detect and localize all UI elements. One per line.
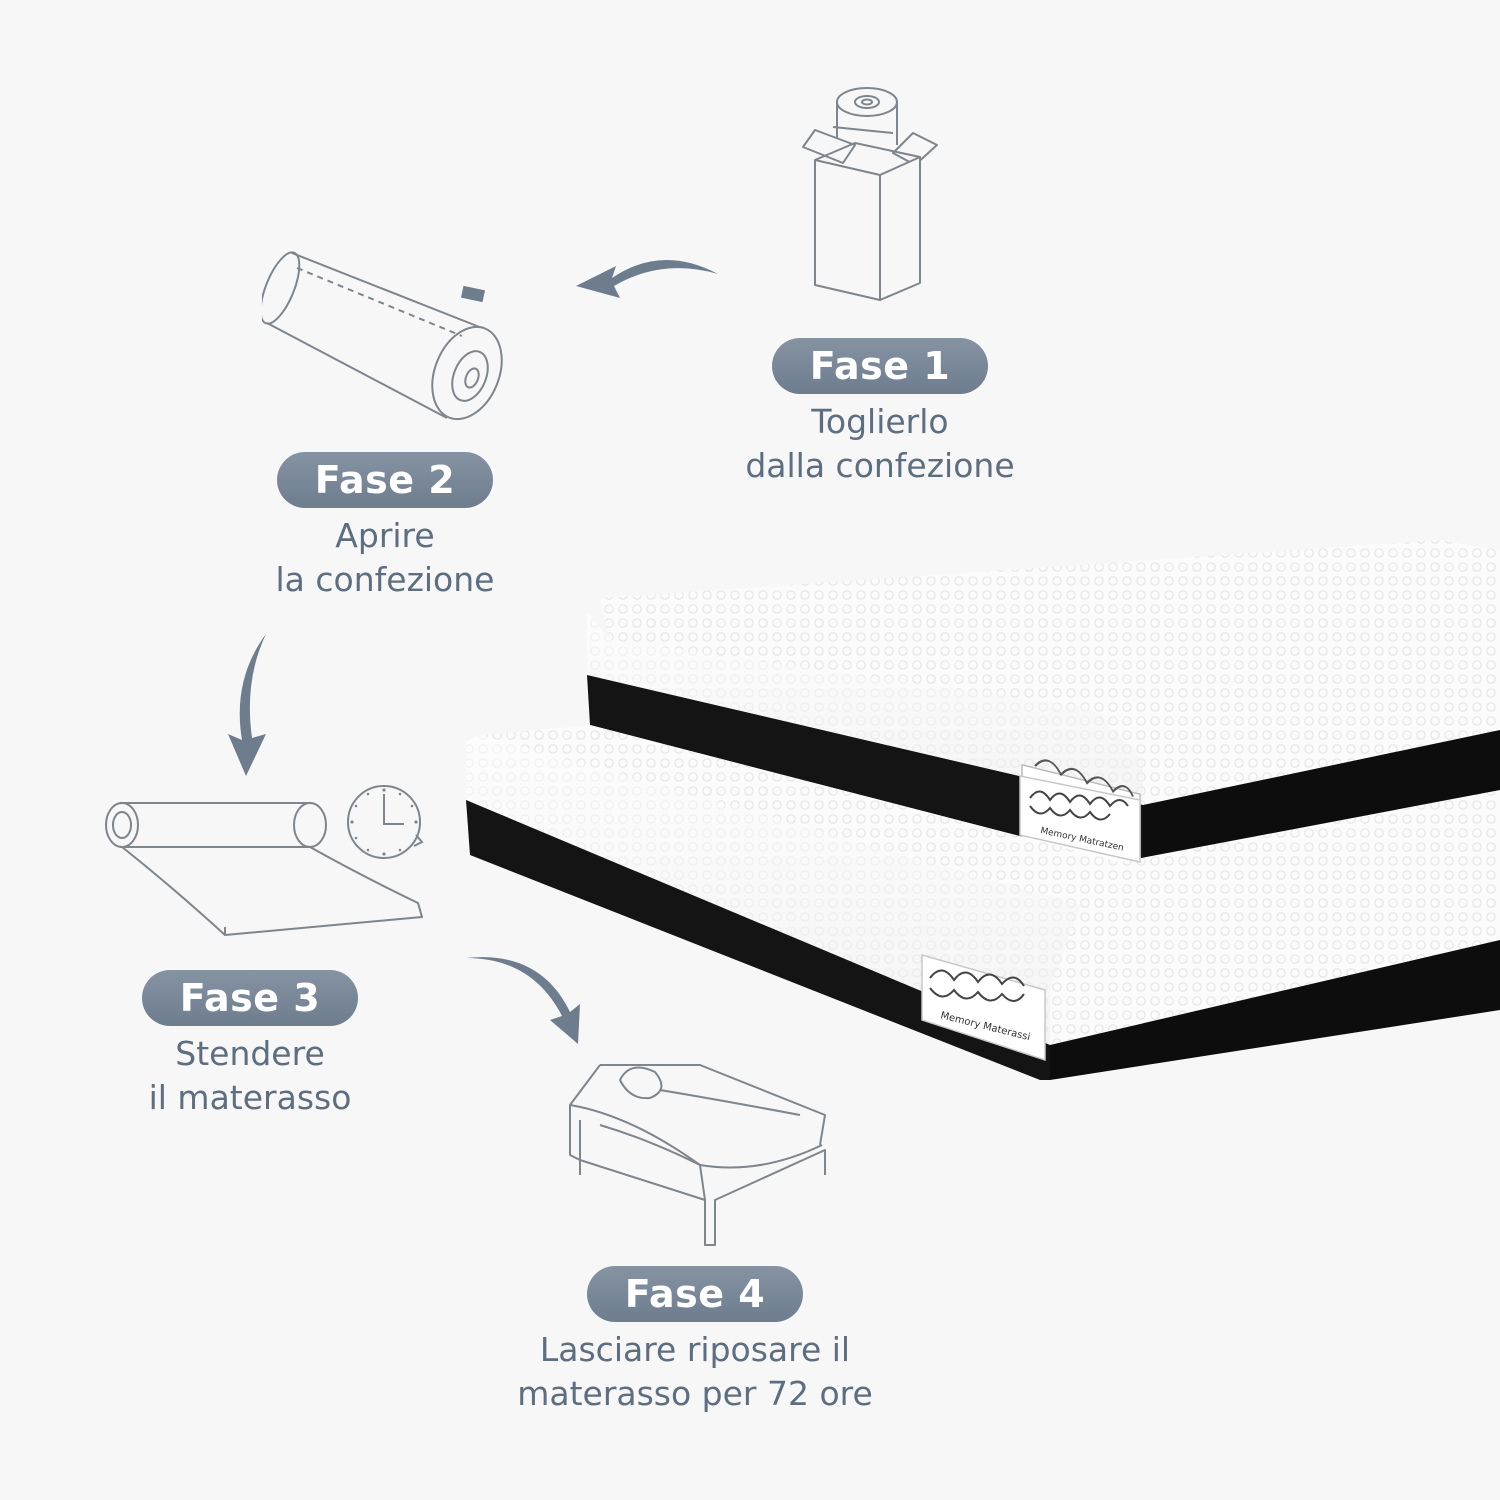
- step-3-badge: Fase 3: [141, 970, 359, 1026]
- step-1: Fase 1 Toglierlo dalla confezione: [690, 338, 1070, 488]
- step-3-description: Stendere il materasso: [90, 1032, 410, 1120]
- bed-icon: [569, 1064, 826, 1246]
- step-4-line-1: Lasciare riposare il: [539, 1330, 851, 1369]
- step-2-line-2: la confezione: [275, 560, 495, 599]
- step-2-description: Aprire la confezione: [210, 514, 560, 602]
- step-4-badge: Fase 4: [586, 1266, 804, 1322]
- step-3-line-1: Stendere: [175, 1034, 325, 1073]
- step-1-line-1: Toglierlo: [811, 402, 949, 441]
- arrow-step2-to-step3: [228, 634, 266, 776]
- step-1-line-2: dalla confezione: [745, 446, 1015, 485]
- step-1-description: Toglierlo dalla confezione: [690, 400, 1070, 488]
- step-2-line-1: Aprire: [335, 516, 435, 555]
- arrow-step3-to-step4: [466, 957, 580, 1044]
- arrow-step1-to-step2: [576, 259, 718, 298]
- step-3: Fase 3 Stendere il materasso: [90, 970, 410, 1120]
- step-1-badge: Fase 1: [771, 338, 989, 394]
- lower-label-tag: Memory Materassi: [921, 954, 1046, 1062]
- step-2: Fase 2 Aprire la confezione: [210, 452, 560, 602]
- clock-icon: [347, 785, 424, 859]
- boxed-roll-icon: [802, 87, 938, 301]
- upper-mattress: [587, 540, 1500, 872]
- unrolling-mattress-icon: [105, 802, 423, 936]
- step-2-badge: Fase 2: [276, 452, 494, 508]
- step-4-description: Lasciare riposare il materasso per 72 or…: [470, 1328, 920, 1416]
- rolled-mattress-icon: [262, 251, 503, 421]
- step-3-line-2: il materasso: [148, 1078, 352, 1117]
- step-4-line-2: materasso per 72 ore: [517, 1374, 873, 1413]
- step-4: Fase 4 Lasciare riposare il materasso pe…: [470, 1266, 920, 1416]
